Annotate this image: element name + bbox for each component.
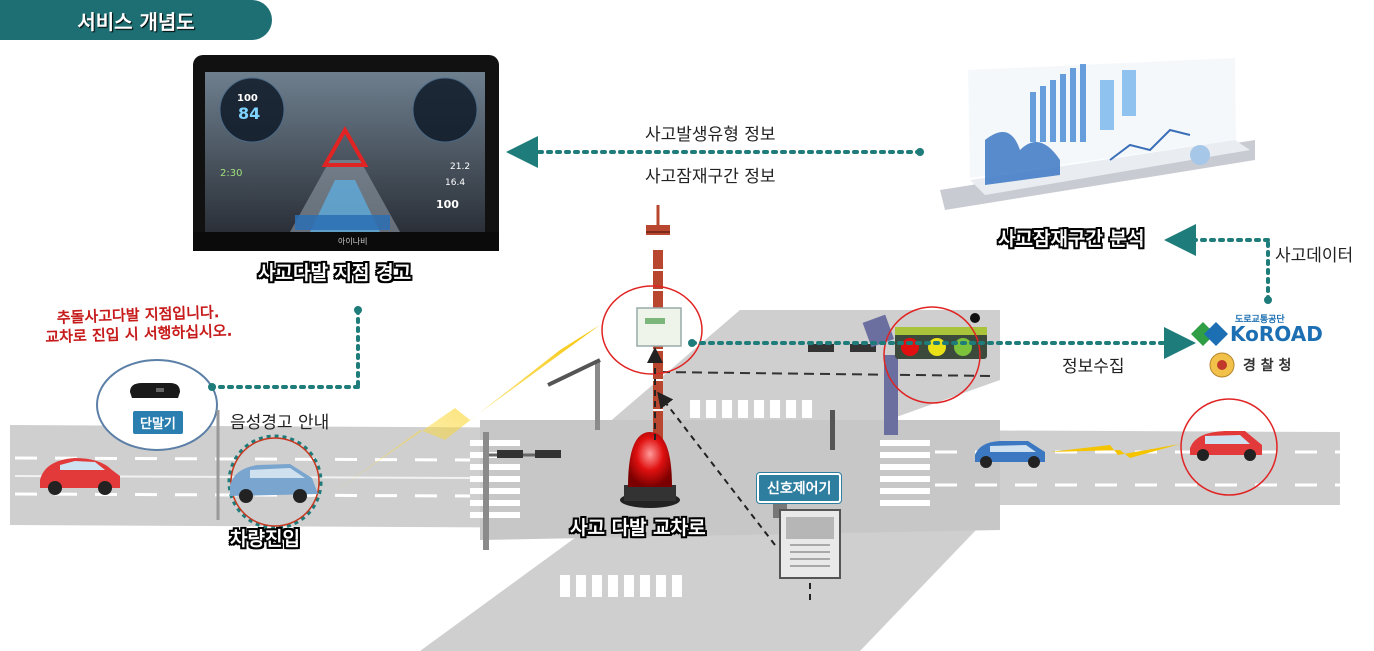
label-accident-intersection: 사고 다발 교차로 xyxy=(570,517,706,539)
signal-point-dot xyxy=(970,313,980,323)
sensor-highlight-circle xyxy=(601,285,703,375)
traffic-signal-pole-top xyxy=(547,358,601,430)
signal-controller-cabinet xyxy=(773,498,841,579)
label-accident-data: 사고데이터 xyxy=(1275,246,1354,266)
traffic-signal-pole-right xyxy=(808,344,876,450)
flow-arrows xyxy=(210,136,1270,389)
page-title: 서비스 개념도 xyxy=(0,0,272,40)
koroad-logo-text: KoROAD xyxy=(1230,322,1323,346)
nav-distance-3: 100 xyxy=(436,198,459,211)
arrow-origin-dot-data xyxy=(1264,296,1272,304)
nav-distance-2: 16.4 xyxy=(445,178,466,188)
navigation-device xyxy=(193,55,499,251)
label-accident-type-info: 사고발생유형 정보 xyxy=(645,125,776,145)
label-vehicle-entry: 차량진입 xyxy=(230,528,300,550)
signal-controller-tag: 신호제어기 xyxy=(757,473,842,503)
analysis-tablet xyxy=(940,58,1255,210)
arrow-end-dot-terminal xyxy=(208,383,216,391)
wireless-signal-bolt-right xyxy=(1050,444,1180,458)
warning-message: 추돌사고다발 지점입니다. 교차로 진입 시 서행하십시오. xyxy=(44,303,232,348)
red-car-right xyxy=(1190,431,1262,461)
vehicle-highlight-circle xyxy=(1180,398,1278,496)
blue-car-right xyxy=(975,441,1045,468)
road-network xyxy=(10,310,1340,651)
nav-distance-1: 21.2 xyxy=(450,162,471,172)
terminal-tag: 단말기 xyxy=(132,410,184,435)
wireless-signal-bolt-left xyxy=(330,325,600,495)
signal-highlight-circle xyxy=(883,306,981,404)
label-accident-multi-warning: 사고다발 지점 경고 xyxy=(258,262,412,284)
red-car-left xyxy=(40,458,120,495)
koroad-small-label: 도로교통공단 xyxy=(1235,315,1285,325)
terminal-callout xyxy=(96,359,220,520)
traffic-light xyxy=(862,314,987,435)
label-info-collection: 정보수집 xyxy=(1062,357,1125,377)
nav-clock: 2:30 xyxy=(220,168,243,179)
police-emblem xyxy=(1209,352,1235,378)
label-voice-guide: 음성경고 안내 xyxy=(230,413,330,433)
blue-car-entering xyxy=(227,434,323,530)
label-latent-section-analysis: 사고잠재구간 분석 xyxy=(998,228,1145,250)
koroad-logo-mark xyxy=(1191,322,1228,346)
control-arrows xyxy=(647,347,811,600)
arrow-origin-dot-sensor xyxy=(688,339,696,347)
nav-speed-limit: 100 xyxy=(237,93,258,104)
traffic-signal-pole-left xyxy=(483,432,561,550)
police-label: 경 찰 청 xyxy=(1243,358,1292,374)
nav-brand: 아이나비 xyxy=(338,237,368,246)
arrow-origin-dot-warning xyxy=(354,306,362,314)
label-latent-section-info: 사고잠재구간 정보 xyxy=(645,167,776,187)
sensor-box xyxy=(636,307,682,347)
red-warning-beacon xyxy=(620,432,680,508)
arrow-origin-dot-tablet xyxy=(916,148,924,156)
nav-current-speed: 84 xyxy=(238,104,261,123)
